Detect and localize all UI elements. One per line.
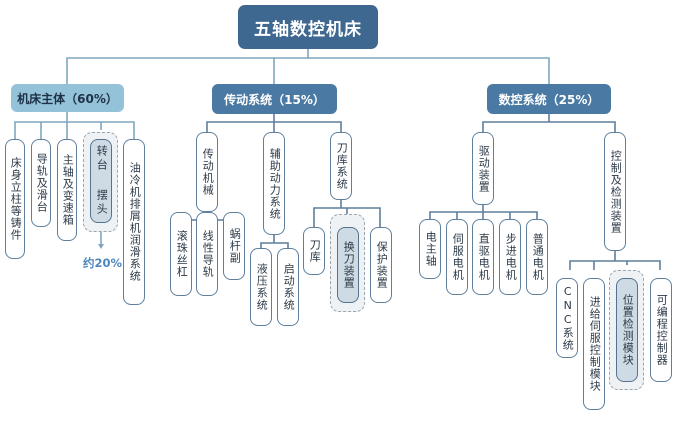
node-spindle-gearbox: 主轴及变速箱	[57, 139, 77, 241]
node-servo-motor: 伺服电机	[446, 219, 468, 295]
node-linear-guide: 线性导轨	[196, 212, 218, 296]
node-label: CNC系统	[561, 285, 575, 351]
node-direct-drive-motor: 直驱电机	[472, 219, 494, 295]
node-label: 线性导轨	[201, 230, 215, 278]
node-cnc-system: CNC系统	[556, 278, 578, 358]
node-label: 可编程控制器	[655, 294, 669, 366]
node-tool-magazine: 刀库	[303, 227, 325, 275]
node-label: 电主轴	[424, 231, 438, 267]
turntable-share-note: 约20%	[83, 255, 122, 271]
branch-machine-body: 机床主体（60%）	[11, 84, 124, 112]
node-label: 驱动装置	[477, 144, 491, 193]
node-label: 进给伺服控制模块	[588, 296, 602, 392]
node-label: 导轨及滑台	[35, 153, 49, 213]
node-electric-spindle: 电主轴	[419, 219, 441, 279]
node-label: 辅助动力系统	[268, 147, 282, 220]
root-node: 五轴数控机床	[238, 5, 378, 49]
node-tool-changer: 换刀装置	[337, 227, 359, 303]
node-label: 伺服电机	[451, 233, 465, 281]
node-label: 传动机械	[201, 148, 215, 196]
node-label: 刀库系统	[335, 142, 349, 190]
node-hydraulic: 液压系统	[250, 248, 272, 326]
node-turntable-swinghead: 转台 摆头	[90, 139, 112, 223]
node-label: 步进电机	[504, 233, 518, 281]
node-label: 换刀装置	[342, 241, 356, 289]
node-label: 液压系统	[255, 263, 269, 311]
node-label: 启动系统	[282, 263, 296, 311]
node-label: 滚珠丝杠	[175, 230, 189, 278]
node-bed-castings: 床身立柱等铸件	[5, 139, 25, 259]
branch-label: 机床主体（60%）	[17, 91, 118, 106]
node-position-detection-module: 位置检测模块	[616, 278, 638, 382]
node-control-detection: 控制及检测装置	[604, 132, 626, 251]
node-label: 保护装置	[375, 241, 389, 289]
node-worm-gear: 蜗杆副	[223, 212, 245, 280]
node-label: 直驱电机	[477, 233, 491, 281]
node-label: 油冷机排屑机润滑系统	[128, 162, 142, 282]
node-standard-motor: 普通电机	[526, 219, 548, 295]
root-title: 五轴数控机床	[254, 19, 362, 40]
node-label: 床身立柱等铸件	[9, 157, 23, 241]
node-ball-screw: 滚珠丝杠	[170, 212, 192, 296]
note-text: 约20%	[83, 256, 123, 270]
node-label: 位置检测模块	[621, 294, 635, 366]
node-plc: 可编程控制器	[650, 278, 672, 382]
branch-transmission: 传动系统（15%）	[212, 84, 337, 114]
node-transmission-mechanics: 传动机械	[196, 132, 218, 212]
branch-cnc: 数控系统（25%）	[487, 84, 611, 114]
node-label: 控制及检测装置	[609, 149, 623, 234]
branch-label: 数控系统（25%）	[498, 92, 600, 107]
node-drive-device: 驱动装置	[472, 132, 494, 205]
node-label: 主轴及变速箱	[61, 154, 75, 226]
node-tool-magazine-system: 刀库系统	[330, 132, 352, 200]
node-label: 蜗杆副	[228, 228, 242, 264]
node-starter: 启动系统	[277, 248, 299, 326]
node-feed-servo-module: 进给伺服控制模块	[583, 278, 605, 410]
node-guide-slide: 导轨及滑台	[31, 139, 51, 227]
node-aux-power: 辅助动力系统	[263, 132, 285, 235]
node-stepper-motor: 步进电机	[499, 219, 521, 295]
node-label: 转台 摆头	[95, 145, 109, 217]
node-label: 普通电机	[531, 233, 545, 281]
node-cooling-lubrication: 油冷机排屑机润滑系统	[123, 139, 145, 305]
branch-label: 传动系统（15%）	[224, 92, 325, 107]
node-protection: 保护装置	[370, 227, 392, 303]
node-label: 刀库	[308, 239, 322, 263]
